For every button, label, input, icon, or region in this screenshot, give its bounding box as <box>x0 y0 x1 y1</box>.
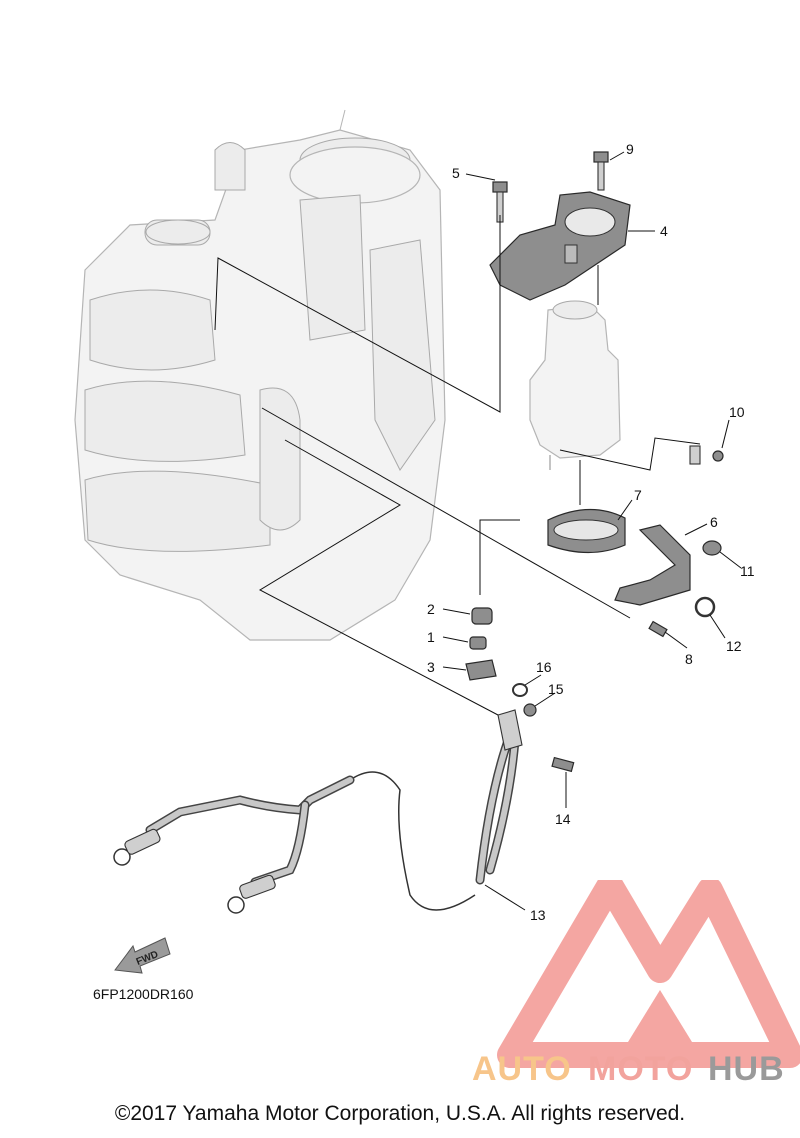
nut-2 <box>471 607 493 625</box>
callout-13: 13 <box>530 907 546 923</box>
callout-14: 14 <box>555 811 571 827</box>
callout-2: 2 <box>427 601 435 617</box>
nut-15 <box>523 703 537 717</box>
watermark-word-hub: HUB <box>708 1050 785 1088</box>
callout-12: 12 <box>726 638 742 654</box>
callout-16: 16 <box>536 659 552 675</box>
cap-3 <box>465 659 497 681</box>
battery-cable-13 <box>113 709 523 914</box>
callout-6: 6 <box>710 514 718 530</box>
bolt-8 <box>648 620 668 638</box>
engine-block-illustration <box>74 109 446 641</box>
callout-5: 5 <box>452 165 460 181</box>
fwd-arrow-icon: FWD <box>114 937 171 974</box>
watermark-triangle-icon <box>497 872 800 1068</box>
washer-16 <box>512 683 528 697</box>
band-7 <box>547 508 626 554</box>
callout-7: 7 <box>634 487 642 503</box>
reference-code: 6FP1200DR160 <box>93 986 194 1002</box>
callout-11: 11 <box>740 563 755 579</box>
nut-1 <box>469 636 487 650</box>
bolt-14 <box>551 756 575 773</box>
bolt-9 <box>593 151 609 191</box>
grommet-11 <box>702 540 722 556</box>
fastener-10 <box>712 450 724 462</box>
watermark-word-auto: AUTO <box>472 1050 572 1088</box>
assembly-guide-lines <box>214 215 701 716</box>
callout-9: 9 <box>626 141 634 157</box>
callout-8: 8 <box>685 651 693 667</box>
copyright-notice: ©2017 Yamaha Motor Corporation, U.S.A. A… <box>114 1102 686 1125</box>
strap-6 <box>614 524 691 606</box>
watermark-logo: AUTO MOTO HUB <box>470 872 800 1092</box>
terminal-clip <box>689 445 701 465</box>
callout-1: 1 <box>427 629 435 645</box>
callout-15: 15 <box>548 681 564 697</box>
callout-4: 4 <box>660 223 668 239</box>
leader-lines <box>442 151 742 911</box>
starter-bracket <box>489 191 631 301</box>
callout-3: 3 <box>427 659 435 675</box>
starter-motor <box>529 300 621 470</box>
callout-10: 10 <box>729 404 745 420</box>
callout-labels: 1 2 3 4 5 6 7 8 9 10 11 12 13 14 15 16 <box>427 141 755 923</box>
clip-12 <box>694 596 716 618</box>
watermark-word-moto: MOTO <box>588 1050 694 1088</box>
